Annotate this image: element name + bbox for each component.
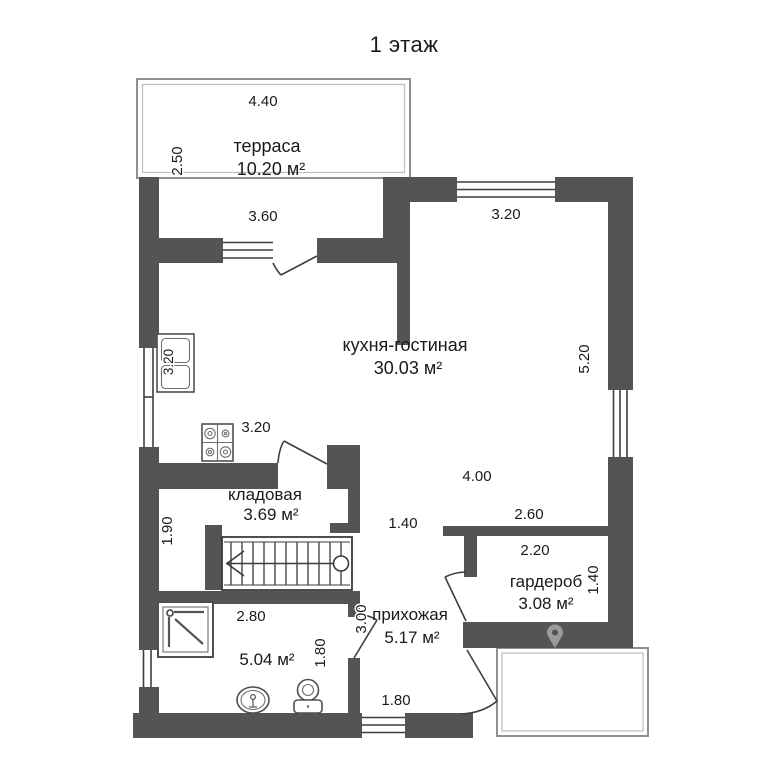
window-left-small [139,650,159,687]
dim-bathroom-width: 2.80 [236,608,265,625]
dim-wardrobe-depth: 1.40 [585,565,602,594]
dim-kitchen-stove-run: 3.20 [241,419,270,436]
room-area-bathroom: 5.04 м² [239,650,294,669]
map-pin-watermark-icon [547,624,563,648]
dim-entry-width: 1.80 [381,692,410,709]
washbasin-icon [236,686,270,714]
window-left-tall [139,348,159,447]
room-label-kitchen-living: кухня-гостиная [343,335,468,355]
dim-wardrobe-outer: 2.60 [514,506,543,523]
dim-wardrobe-width: 2.20 [520,542,549,559]
stove-icon [201,423,234,462]
dim-terrace-depth: 2.50 [169,146,186,175]
kitchen-sink-icon [156,333,195,393]
stairs-icon [221,536,353,591]
dim-living-span: 4.00 [462,468,491,485]
window-north-right [457,177,555,202]
walls [133,177,633,738]
room-label-wardrobe: гардероб [510,572,583,591]
dim-passage-width: 1.40 [388,515,417,532]
stairs-start-post-icon [332,555,350,572]
entrance-door-arc [460,649,498,715]
toilet-icon [293,678,323,714]
dim-kitchen-sink-run: 3.20 [161,349,176,375]
stairs-direction-arrow-icon [225,550,245,577]
room-label-pantry: кладовая [228,485,302,504]
window-right [608,390,633,457]
porch-outline [496,647,649,737]
room-label-hallway: прихожая [372,605,448,624]
dim-terrace-wall: 3.60 [248,208,277,225]
dim-pantry-side: 1.90 [159,516,176,545]
dim-terrace-width: 4.40 [248,93,277,110]
dim-bathroom-door-side: 1.80 [312,638,329,667]
pantry-door-arc [277,440,328,465]
dim-hallway-depth: 3.00 [353,604,370,633]
bathroom-door-arc [353,613,378,659]
room-label-terrace: терраса [233,136,301,156]
room-area-terrace: 10.20 м² [237,159,305,179]
room-area-kitchen-living: 30.03 м² [374,358,442,378]
dim-kitchen-right-side: 5.20 [576,344,593,373]
room-area-wardrobe: 3.08 м² [518,594,573,613]
terrace-outline [136,78,411,179]
window-north-left [223,238,273,263]
room-area-hallway: 5.17 м² [384,628,439,647]
wardrobe-door-arc [444,571,467,622]
shower-icon [157,601,214,658]
page-title: 1 этаж [370,32,439,57]
dim-kitchen-top-window: 3.20 [491,206,520,223]
room-area-pantry: 3.69 м² [243,505,298,524]
window-south [362,713,405,738]
terrace-door-arc [272,255,318,276]
